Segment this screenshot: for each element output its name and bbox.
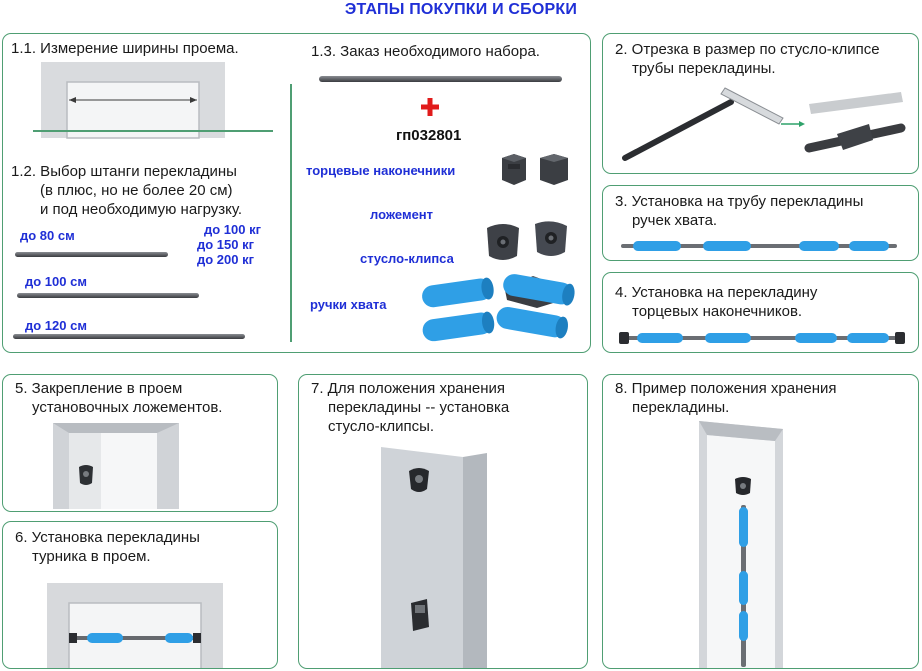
step-2-line-1: 2. Отрезка в размер по стусло-клипсе [615, 41, 880, 58]
page-title: ЭТАПЫ ПОКУПКИ И СБОРКИ [344, 1, 578, 18]
length-label-100: до 100 см [25, 274, 87, 289]
end-cap-icon [502, 154, 568, 185]
bar-100cm [17, 293, 199, 298]
step-8-line-1: 8. Пример положения хранения [615, 380, 837, 397]
step-2-line-2: трубы перекладины. [632, 60, 776, 77]
step-5-line-2: установочных ложементов. [32, 399, 223, 416]
bar-80cm [15, 252, 168, 257]
grip-handles-icon [422, 274, 575, 342]
step-3-line-2: ручек хвата. [632, 212, 718, 229]
step-1-2-line-1: 1.2. Выбор штанги перекладины [11, 163, 237, 180]
step-6-line-1: 6. Установка перекладины [15, 529, 200, 546]
length-label-120: до 120 см [25, 318, 87, 333]
step-4-line-1: 4. Установка на перекладину [615, 284, 818, 301]
step-3-line-1: 3. Установка на трубу перекладины [615, 193, 864, 210]
length-label-80: до 80 см [20, 228, 75, 243]
installed-bar-drawing [47, 583, 223, 668]
step-8-line-2: перекладины. [632, 399, 730, 416]
measure-doorway-drawing [41, 62, 225, 139]
bar-with-grips-drawing [621, 241, 897, 251]
doorway-saddle-drawing [53, 423, 179, 509]
panel-step-3: 3. Установка на трубу перекладины ручек … [602, 185, 919, 261]
step-1-1-text: 1.1. Измерение ширины проема. [11, 40, 239, 57]
step-4-line-2: торцевых наконечников. [632, 303, 803, 320]
step-7-line-2: перекладины -- установка [328, 399, 510, 416]
vertical-divider [290, 84, 292, 342]
step-1-2-line-3: и под необходимую нагрузку. [40, 201, 243, 218]
load-label-100: до 100 кг [204, 222, 262, 237]
step-7-line-1: 7. Для положения хранения [311, 380, 506, 397]
saddle-icon [487, 221, 567, 260]
step-6-line-2: турника в проем. [32, 548, 151, 565]
bar-with-caps-drawing [619, 332, 905, 344]
step-7-line-3: стусло-клипсы. [328, 418, 435, 435]
part-label-grips: ручки хвата [310, 297, 387, 312]
panel-order: 1.1. Измерение ширины проема. 1.2. Выбор… [2, 33, 591, 353]
panel-step-6: 6. Установка перекладины турника в проем… [2, 521, 278, 669]
panel-step-7: 7. Для положения хранения перекладины --… [298, 374, 588, 669]
bar-120cm [13, 334, 245, 339]
panel-step-2: 2. Отрезка в размер по стусло-клипсе тру… [602, 33, 919, 174]
panel-step-4: 4. Установка на перекладину торцевых нак… [602, 272, 919, 353]
step-5-line-1: 5. Закрепление в проем [15, 380, 183, 397]
part-label-clip: стусло-клипса [360, 251, 454, 266]
step-1-3-text: 1.3. Заказ необходимого набора. [311, 43, 540, 60]
panel-step-8: 8. Пример положения хранения перекладины… [602, 374, 919, 669]
storage-clip-drawing [381, 447, 487, 668]
part-label-saddle: ложемент [370, 207, 434, 222]
divider-line [33, 130, 273, 132]
panel-step-5: 5. Закрепление в проем установочных ложе… [2, 374, 278, 512]
part-label-end-caps: торцевые наконечники [306, 163, 456, 178]
load-label-200: до 200 кг [197, 252, 255, 267]
load-label-150: до 150 кг [197, 237, 255, 252]
plus-icon [421, 98, 439, 116]
kit-code: гп032801 [396, 127, 462, 144]
bar-kit [319, 76, 562, 82]
cutting-drawing [622, 87, 906, 161]
storage-example-drawing [699, 421, 783, 668]
step-1-2-line-2: (в плюс, но не более 20 см) [40, 182, 233, 199]
